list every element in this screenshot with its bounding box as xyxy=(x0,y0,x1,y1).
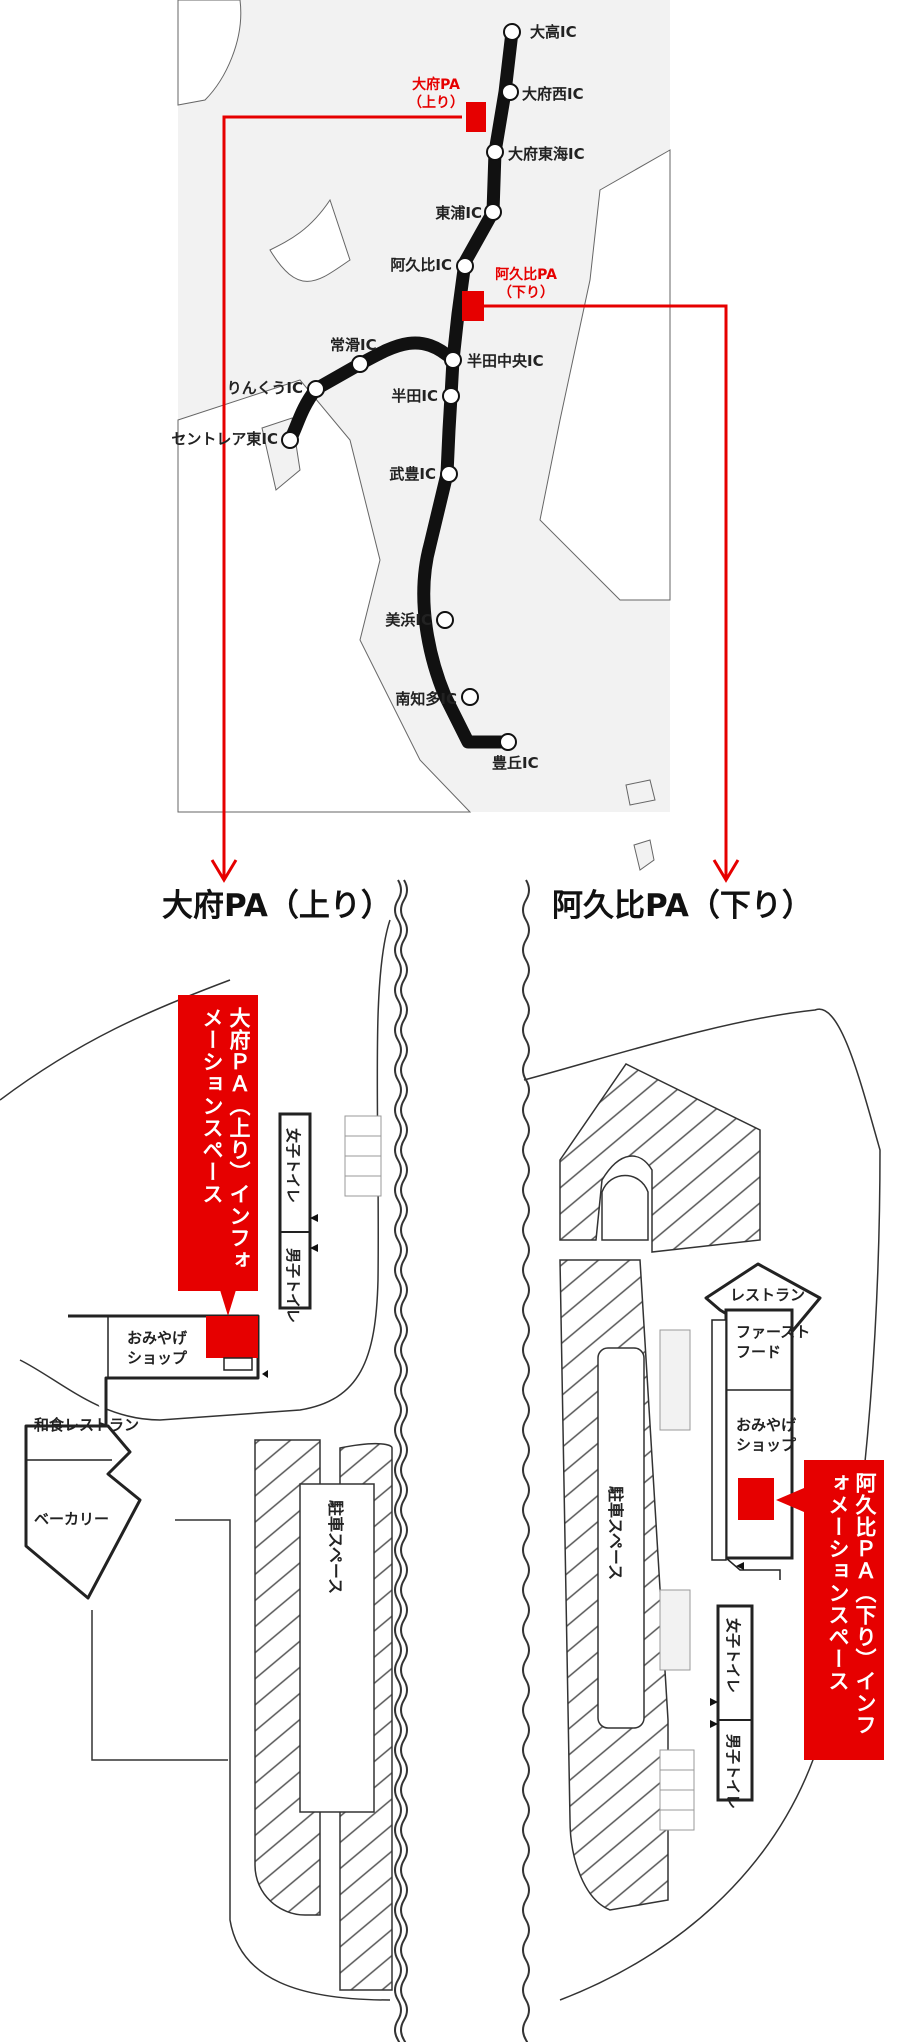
ic-label: 南知多IC xyxy=(395,690,457,708)
aguhi-pa-marker xyxy=(462,291,484,321)
ic-label: 豊丘IC xyxy=(492,754,539,772)
aguhi-womens-toilet-label: 女子トイレ xyxy=(724,1618,742,1693)
entrance-arrow-icon xyxy=(262,1370,268,1378)
ic-label: 大高IC xyxy=(530,23,577,41)
ic-label: セントレア東IC xyxy=(171,430,278,448)
aguhi-info-pointer xyxy=(776,1488,804,1512)
section-divider xyxy=(522,879,530,2042)
ic-label: 半田中央IC xyxy=(467,352,544,370)
ic-label: 阿久比IC xyxy=(390,256,452,274)
entrance-arrow-icon xyxy=(710,1720,718,1728)
section-divider xyxy=(394,879,402,2042)
aguhi-info-space-marker xyxy=(738,1478,774,1520)
aguhi-pa-layout: 駐車スペース レストラン ファースト フード おみやげ ショップ 女子トイレ 男… xyxy=(523,1008,881,2001)
small-island xyxy=(625,779,656,806)
ic-marker xyxy=(503,23,521,41)
aguhi-toilet-building xyxy=(716,1604,754,1802)
map-water-northwest xyxy=(177,0,242,106)
aguhi-pa-label: 阿久比PA xyxy=(495,266,557,283)
obu-info-space-callout: 大府ＰＡ（上り）インフォメーションスペース xyxy=(178,995,258,1291)
obu-info-space-marker xyxy=(206,1316,258,1358)
aguhi-fastfood-label: ファースト xyxy=(736,1323,810,1341)
ic-label: 常滑IC xyxy=(330,336,377,354)
entrance-arrow-icon xyxy=(310,1214,318,1222)
ic-marker xyxy=(461,688,479,706)
obu-site-boundary xyxy=(175,1519,391,2001)
obu-womens-toilet-label: 女子トイレ xyxy=(284,1128,302,1203)
obu-toilet-building xyxy=(278,1112,312,1310)
small-island xyxy=(633,839,655,871)
ic-label: 美浜IC xyxy=(385,611,432,629)
ic-marker xyxy=(281,431,299,449)
obu-pa-pointer-line xyxy=(222,115,462,880)
section-divider xyxy=(400,879,408,2042)
obu-japanese-restaurant-label: 和食レストラン xyxy=(34,1416,139,1434)
entrance-arrow-icon xyxy=(310,1244,318,1252)
obu-parking-island xyxy=(299,1483,375,1813)
aguhi-parking-lot xyxy=(559,1063,761,1253)
obu-main-building xyxy=(24,1314,260,1600)
ic-marker xyxy=(456,257,474,275)
obu-bakery-label: ベーカリー xyxy=(34,1510,109,1528)
obu-mens-toilet-label: 男子トイレ xyxy=(284,1248,302,1323)
aguhi-pa-pointer-line xyxy=(484,304,728,880)
main-expressway-route xyxy=(417,25,519,749)
obu-pa-marker xyxy=(466,102,486,132)
aguhi-souvenir-label: おみやげ xyxy=(736,1416,797,1434)
obu-site-boundary xyxy=(91,1610,228,1761)
route-map: 大高IC 大府西IC 大府東海IC 東浦IC 阿久比IC 半田中央IC 半田IC… xyxy=(171,0,740,883)
ic-marker xyxy=(436,611,454,629)
ic-label: りんくうIC xyxy=(227,379,303,397)
obu-info-pointer xyxy=(220,1290,236,1316)
ic-marker xyxy=(351,355,369,373)
aguhi-souvenir-label-2: ショップ xyxy=(736,1436,797,1454)
ic-marker xyxy=(307,380,325,398)
obu-pa-title: 大府PA（上り） xyxy=(162,888,392,924)
aguhi-restaurant-label: レストラン xyxy=(730,1286,805,1304)
entrance-arrow-icon xyxy=(710,1698,718,1706)
ic-marker xyxy=(501,83,519,101)
obu-site-boundary xyxy=(0,979,231,1101)
map-inlet xyxy=(269,198,351,282)
obu-pa-layout: 駐車スペース 女子トイレ 男子トイレ おみやげ ショップ 和食レストラン ベーカ… xyxy=(0,919,393,2001)
aguhi-pa-label-direction: （下り） xyxy=(498,285,554,301)
map-water-southwest xyxy=(177,379,472,813)
aguhi-pa-title: 阿久比PA（下り） xyxy=(552,888,813,924)
obu-souvenir-label: おみやげ xyxy=(127,1329,188,1347)
aguhi-pa-pointer-arrow xyxy=(712,859,740,883)
ic-label: 大府西IC xyxy=(522,85,584,103)
obu-souvenir-label-2: ショップ xyxy=(127,1349,188,1367)
ic-marker xyxy=(442,387,460,405)
aguhi-parking-label: 駐車スペース xyxy=(606,1486,625,1580)
aguhi-site-boundary xyxy=(523,1008,881,2001)
ic-label: 武豊IC xyxy=(389,465,436,483)
map-water-east xyxy=(539,149,671,601)
aguhi-mens-toilet-label: 男子トイレ xyxy=(724,1734,742,1809)
ic-marker xyxy=(486,143,504,161)
ic-label: 大府東海IC xyxy=(508,145,585,163)
aguhi-fastfood-label-2: フード xyxy=(736,1343,781,1361)
ic-label: 半田IC xyxy=(391,387,438,405)
ic-marker xyxy=(499,733,517,751)
obu-pa-label-direction: （上り） xyxy=(408,95,464,111)
obu-pa-label: 大府PA xyxy=(412,76,460,93)
ic-marker xyxy=(444,351,462,369)
aguhi-info-space-callout: 阿久比ＰＡ（下り）インフォメーションスペース xyxy=(804,1460,884,1760)
entrance-arrow-icon xyxy=(736,1562,744,1570)
obu-site-boundary xyxy=(19,919,391,1421)
obu-pa-pointer-arrow xyxy=(210,859,238,883)
ic-marker xyxy=(440,465,458,483)
ic-marker xyxy=(484,203,502,221)
obu-parking-label: 駐車スペース xyxy=(326,1500,345,1594)
ic-label: 東浦IC xyxy=(435,204,482,222)
